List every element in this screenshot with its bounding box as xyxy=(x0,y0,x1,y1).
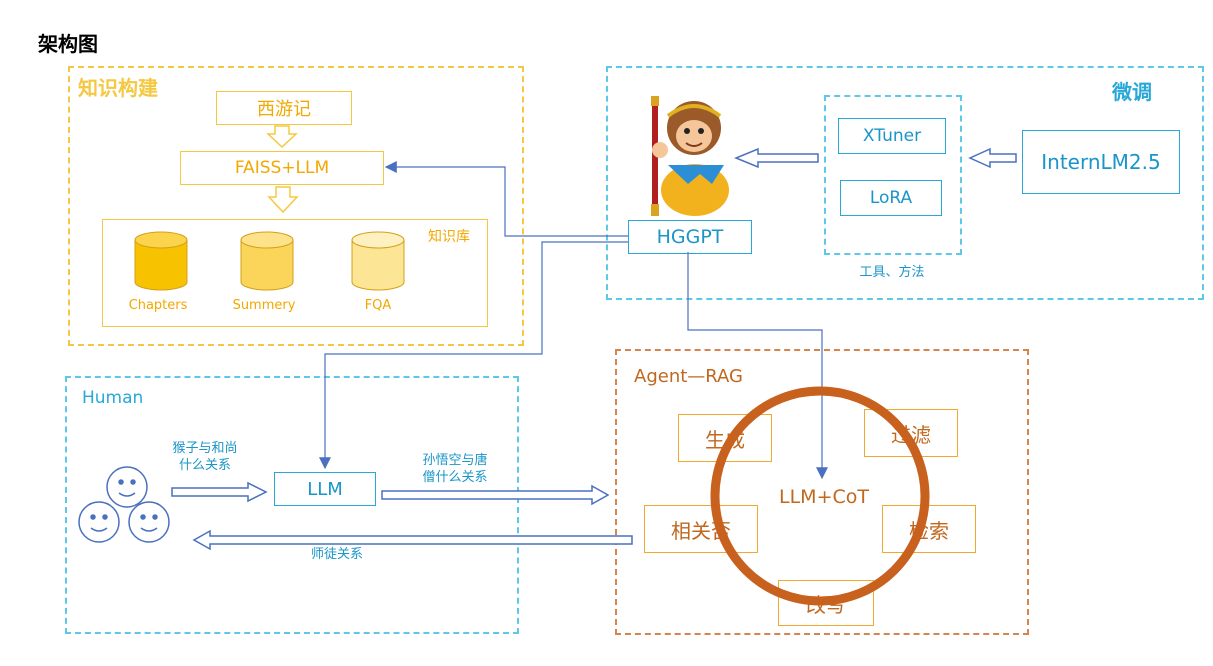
question-line-1: 猴子与和尚 xyxy=(172,441,238,456)
faiss-llm-box: FAISS+LLM xyxy=(180,151,384,185)
source-book-box: 西游记 xyxy=(216,91,352,125)
tools-caption: 工具、方法 xyxy=(859,265,925,280)
human-section-label: Human xyxy=(82,388,144,408)
db-label-summery: Summery xyxy=(232,298,296,313)
finetune-section-label: 微调 xyxy=(1112,80,1152,104)
step-relevant: 相关否 xyxy=(644,505,758,553)
rewritten-question-line-1: 孙悟空与唐 xyxy=(422,453,488,468)
step-generate: 生成 xyxy=(678,414,772,462)
tools-group-box xyxy=(824,95,962,255)
xtuner-box: XTuner xyxy=(838,118,946,154)
db-label-chapters: Chapters xyxy=(128,298,188,313)
agent-section-label: Agent—RAG xyxy=(634,366,744,387)
step-rewrite: 改写 xyxy=(778,580,874,626)
page-title: 架构图 xyxy=(38,32,98,56)
answer-text: 师徒关系 xyxy=(310,547,363,562)
llm-cot-label: LLM+CoT xyxy=(779,486,869,508)
step-filter: 过滤 xyxy=(864,409,958,457)
internlm-box: InternLM2.5 xyxy=(1022,130,1180,194)
step-retrieve: 检索 xyxy=(882,505,976,553)
db-label-fqa: FQA xyxy=(364,298,392,313)
rewritten-question-line-2: 僧什么关系 xyxy=(422,470,488,485)
llm-box: LLM xyxy=(274,472,376,506)
knowledge-base-label: 知识库 xyxy=(428,229,470,245)
question-line-2: 什么关系 xyxy=(178,458,231,473)
hggpt-box: HGGPT xyxy=(628,220,752,254)
knowledge-section-label: 知识构建 xyxy=(78,76,158,100)
lora-box: LoRA xyxy=(840,180,942,216)
